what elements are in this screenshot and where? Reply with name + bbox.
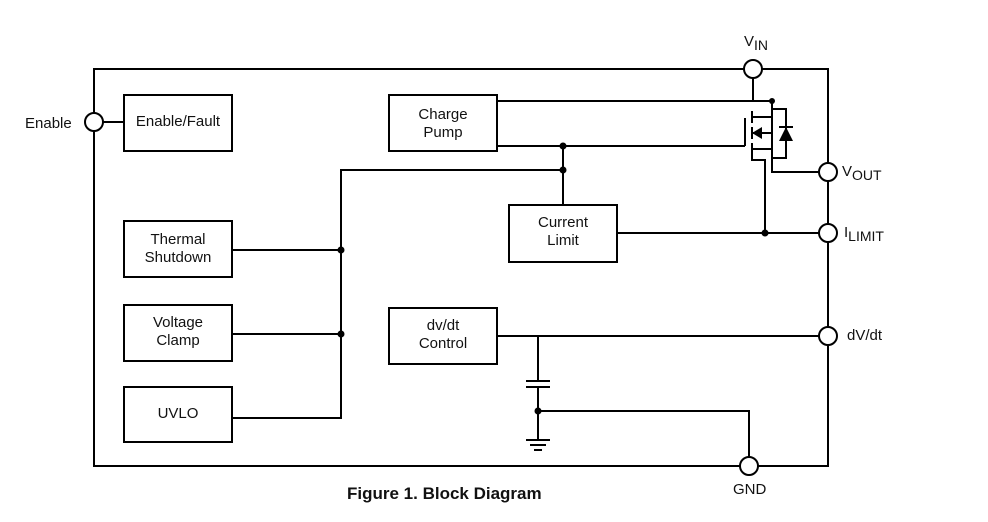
vin-pin-icon — [743, 59, 763, 79]
junction-dot — [337, 330, 345, 338]
vout-label-main: V — [842, 163, 853, 180]
junction-dot — [769, 98, 775, 104]
dvdt-pin-icon — [818, 326, 838, 346]
mosfet-drain-lead — [752, 101, 773, 118]
current-limit-label: Current Limit — [509, 214, 617, 250]
enable-fault-label: Enable/Fault — [135, 113, 221, 130]
thermal-shutdown-label: Thermal Shutdown — [124, 231, 232, 267]
vout-label-sub: OUT — [852, 167, 882, 183]
mosfet-source-lead — [752, 148, 773, 158]
body-diode-icon — [779, 127, 793, 141]
gnd-pin-label: GND — [733, 481, 767, 498]
dvdt-control-label: dv/dt Control — [389, 317, 497, 353]
voltage-clamp-label-line1: Voltage — [152, 314, 204, 331]
charge-pump-label-line1: Charge — [418, 106, 468, 123]
thermal-shutdown-label-line1: Thermal — [150, 231, 206, 248]
vout-pin-label: VOUT — [842, 163, 882, 183]
mosfet-arrow-icon — [752, 127, 762, 139]
vin-label-main: V — [744, 33, 755, 50]
enable-pin-icon — [84, 112, 104, 132]
uvlo-block — [123, 386, 233, 443]
charge-pump-label: Charge Pump — [389, 106, 497, 142]
junction-dot — [534, 407, 542, 415]
junction-dot — [337, 246, 345, 254]
sense-wire — [751, 156, 766, 233]
vout-pin-icon — [818, 162, 838, 182]
thermal-shutdown-label-line2: Shutdown — [144, 249, 212, 266]
vout-wire — [771, 158, 819, 173]
current-limit-label-line1: Current — [537, 214, 589, 231]
ilimit-pin-icon — [818, 223, 838, 243]
ilimit-label-sub: LIMIT — [848, 228, 884, 244]
vin-label-sub: IN — [754, 37, 769, 53]
charge-pump-label-line2: Pump — [423, 124, 463, 141]
ilimit-pin-label: ILIMIT — [844, 224, 884, 244]
voltage-clamp-label-line2: Clamp — [156, 332, 200, 349]
ilimit-label-main: I — [844, 224, 849, 241]
chip-outline — [93, 68, 829, 467]
voltage-clamp-label: Voltage Clamp — [124, 314, 232, 350]
dvdt-control-label-line1: dv/dt — [426, 317, 460, 334]
vin-pin-label: VIN — [744, 33, 768, 53]
dvdt-control-label-line2: Control — [418, 335, 468, 352]
gnd-pin-icon — [739, 456, 759, 476]
protection-bus-wire — [232, 169, 563, 419]
charge-pump-block — [388, 94, 498, 152]
enable-pin-label: Enable — [25, 115, 72, 132]
figure-caption: Figure 1. Block Diagram — [347, 484, 542, 503]
junction-dot — [559, 166, 567, 174]
current-limit-label-line2: Limit — [547, 232, 579, 249]
dvdt-pin-label: dV/dt — [847, 327, 883, 344]
uvlo-label: UVLO — [157, 405, 199, 422]
gnd-wire — [538, 410, 750, 458]
junction-dot — [761, 229, 769, 237]
junction-dot — [559, 142, 567, 150]
